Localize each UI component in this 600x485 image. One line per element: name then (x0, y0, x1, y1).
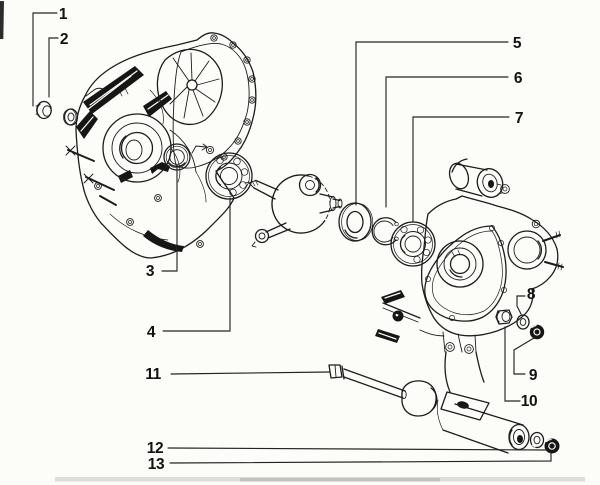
ball-bearing-part4 (205, 152, 253, 200)
pivot-bolt-part11 (328, 364, 407, 400)
leader-line-7 (412, 116, 510, 223)
leader-lines (32, 12, 552, 464)
callout-4: 4 (147, 324, 156, 341)
leader-line-10 (504, 326, 521, 402)
callout-5: 5 (513, 35, 522, 52)
leader-line-3 (161, 166, 178, 272)
callout-12: 12 (147, 440, 163, 457)
leader-line-12 (167, 447, 549, 451)
sealing-plug-part1 (35, 100, 52, 120)
washer-part2 (63, 108, 79, 126)
callout-7: 7 (515, 110, 523, 127)
leader-line-4 (162, 197, 231, 332)
spacer-ring-part5 (338, 202, 374, 242)
swingarm (401, 331, 530, 454)
plug-part10 (495, 309, 513, 325)
callout-3: 3 (146, 263, 155, 280)
callout-11: 11 (145, 366, 161, 383)
output-boss (507, 219, 564, 271)
callout-9: 9 (529, 367, 538, 384)
kick-linkage (375, 290, 445, 343)
case-gasket (424, 225, 507, 322)
crankshaft-assembly (244, 173, 343, 248)
callout-10: 10 (521, 393, 537, 410)
oil-seal-part3 (163, 143, 191, 171)
callout-13: 13 (148, 456, 165, 473)
circlip-part6 (371, 217, 399, 246)
leader-line-9 (513, 337, 535, 375)
scan-artifacts (0, 0, 585, 482)
crank-bore (436, 240, 484, 288)
washer-part8 (516, 314, 530, 330)
flywheel-fan (156, 48, 223, 125)
leader-line-2 (48, 37, 59, 98)
assembly-arrow (191, 143, 208, 154)
mounting-studs (65, 145, 117, 206)
crank-hub (102, 113, 197, 183)
flange-bolt-holes (94, 34, 256, 248)
callout-2: 2 (60, 31, 68, 48)
callout-1: 1 (59, 6, 68, 23)
left-crankcase-half (65, 32, 257, 259)
washer-part12 (529, 431, 545, 449)
right-crankcase-half (375, 158, 564, 454)
callout-labels: 1 2 3 4 5 6 7 8 9 10 11 12 13 (59, 6, 538, 473)
nut-part13 (544, 438, 560, 454)
ball-bearing-part7 (390, 221, 436, 267)
leader-line-6 (385, 76, 509, 208)
callout-8: 8 (527, 286, 536, 303)
leader-line-11 (170, 371, 331, 375)
cooling-fin-shadows (76, 66, 184, 252)
leader-line-8 (516, 295, 526, 315)
leader-line-5 (355, 41, 509, 206)
cylinder-spigot (448, 158, 510, 198)
nut-part9 (529, 324, 545, 340)
leader-line-13 (169, 452, 552, 464)
leader-line-1 (32, 12, 58, 107)
callout-6: 6 (514, 70, 523, 87)
